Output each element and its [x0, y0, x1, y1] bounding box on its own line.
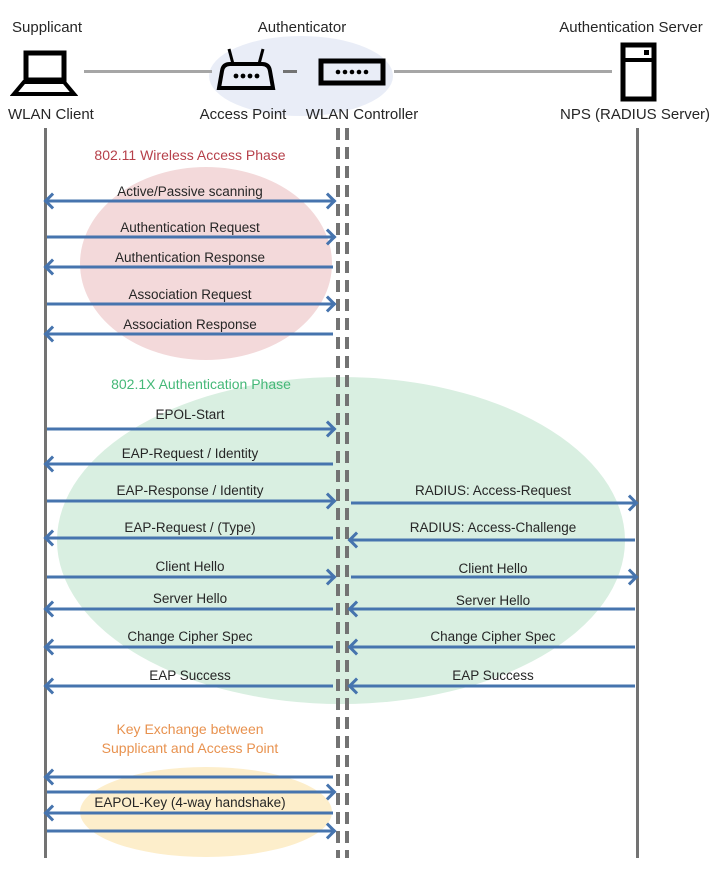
lifeline-wlan-controller-dashed: [345, 128, 349, 858]
connector-dash: [283, 70, 297, 73]
arrow-shaft: [47, 427, 333, 431]
message-label-radius-access-request: RADIUS: Access-Request: [414, 483, 572, 498]
message-label-eap-request-identity: EAP-Request / Identity: [121, 446, 259, 461]
message-label-server-hello-left: Server Hello: [152, 591, 228, 606]
role-authenticator: Authenticator: [257, 19, 347, 36]
arrow-shaft: [351, 607, 635, 611]
message-label-auth-response: Authentication Response: [114, 250, 266, 265]
arrow-shaft: [47, 829, 333, 833]
arrow-shaft: [47, 575, 333, 579]
message-arrow-server-hello-right: [347, 600, 636, 618]
message-arrow-change-cipher-left: [43, 638, 334, 656]
message-arrow-eap-request-type: [43, 529, 334, 547]
message-label-eapol-key: EAPOL-Key (4-way handshake): [94, 795, 286, 810]
arrow-shaft: [47, 199, 333, 203]
message-label-eap-request-type: EAP-Request / (Type): [124, 520, 256, 535]
phase3-title-line2: Supplicant and Access Point: [101, 740, 279, 756]
message-label-scanning: Active/Passive scanning: [117, 184, 263, 199]
device-nps-radius-server: NPS (RADIUS Server): [560, 106, 711, 123]
message-arrow-eap-success-left: [43, 677, 334, 695]
arrow-shaft: [47, 607, 333, 611]
message-arrow-change-cipher-right: [347, 638, 636, 656]
message-label-epol-start: EPOL-Start: [155, 407, 225, 422]
message-arrow-client-hello-right: [350, 568, 639, 586]
message-arrow-auth-response: [43, 258, 334, 276]
arrow-shaft: [351, 538, 635, 542]
wlan-controller-icon: [318, 58, 386, 86]
arrow-shaft: [351, 501, 635, 505]
message-label-eap-success-right: EAP Success: [452, 668, 534, 683]
arrow-shaft: [47, 499, 333, 503]
message-arrow-eap-response-identity: [46, 492, 337, 510]
message-label-radius-access-challenge: RADIUS: Access-Challenge: [409, 520, 577, 535]
phase2-title: 802.1X Authentication Phase: [111, 376, 291, 392]
message-label-eap-success-left: EAP Success: [149, 668, 231, 683]
message-arrow-eapol-key-2: [46, 783, 337, 801]
arrow-shaft: [351, 645, 635, 649]
message-arrow-scanning: [43, 192, 337, 210]
server-icon: [620, 42, 658, 102]
arrow-shaft: [47, 332, 333, 336]
message-arrow-eap-success-right: [347, 677, 636, 695]
message-arrow-auth-request: [46, 228, 337, 246]
message-label-assoc-response: Association Response: [123, 317, 257, 332]
phase1-title: 802.11 Wireless Access Phase: [94, 147, 286, 163]
message-label-auth-request: Authentication Request: [120, 220, 260, 235]
message-arrow-client-hello-left: [46, 568, 337, 586]
authenticator-group-ellipse: [209, 36, 393, 116]
arrow-shaft: [47, 790, 333, 794]
device-wlan-client: WLAN Client: [8, 106, 94, 123]
message-label-server-hello-right: Server Hello: [455, 593, 531, 608]
arrow-shaft: [47, 235, 333, 239]
arrow-shaft: [47, 775, 333, 779]
lifeline-access-point-dashed: [336, 128, 340, 858]
lifeline-wlan-client: [44, 128, 47, 858]
message-arrow-assoc-request: [46, 295, 337, 313]
access-point-icon: [216, 46, 276, 94]
message-arrow-assoc-response: [43, 325, 334, 343]
message-arrow-radius-access-challenge: [347, 531, 636, 549]
message-arrow-eapol-key-1: [43, 768, 334, 786]
message-arrow-radius-access-request: [350, 494, 639, 512]
lifeline-radius-server: [636, 128, 639, 858]
message-arrow-epol-start: [46, 420, 337, 438]
message-arrow-eapol-key-3: [43, 804, 334, 822]
message-arrow-server-hello-left: [43, 600, 334, 618]
message-label-assoc-request: Association Request: [128, 287, 252, 302]
role-supplicant: Supplicant: [12, 19, 83, 36]
message-label-eap-response-identity: EAP-Response / Identity: [116, 483, 264, 498]
message-arrow-eap-request-identity: [43, 455, 334, 473]
arrow-shaft: [351, 575, 635, 579]
arrow-head-left: [43, 768, 61, 786]
arrow-shaft: [47, 536, 333, 540]
arrow-shaft: [351, 684, 635, 688]
role-authentication-server: Authentication Server: [559, 19, 703, 36]
message-label-client-hello-left: Client Hello: [155, 559, 225, 574]
laptop-icon: [10, 50, 78, 98]
arrow-shaft: [47, 265, 333, 269]
phase3-title-line1: Key Exchange between: [116, 721, 264, 737]
connector-client-ap: [84, 70, 212, 73]
phase1-ellipse: [80, 167, 332, 360]
arrow-shaft: [47, 811, 333, 815]
connector-controller-server: [394, 70, 612, 73]
message-arrow-eapol-key-4: [46, 822, 337, 840]
arrow-head-right: [319, 420, 337, 438]
arrow-shaft: [47, 462, 333, 466]
message-label-change-cipher-right: Change Cipher Spec: [430, 629, 556, 644]
arrow-head-right: [319, 822, 337, 840]
arrow-shaft: [47, 645, 333, 649]
arrow-shaft: [47, 302, 333, 306]
device-access-point: Access Point: [199, 106, 287, 123]
arrow-shaft: [47, 684, 333, 688]
device-wlan-controller: WLAN Controller: [305, 106, 419, 123]
message-label-change-cipher-left: Change Cipher Spec: [127, 629, 253, 644]
message-label-client-hello-right: Client Hello: [458, 561, 528, 576]
